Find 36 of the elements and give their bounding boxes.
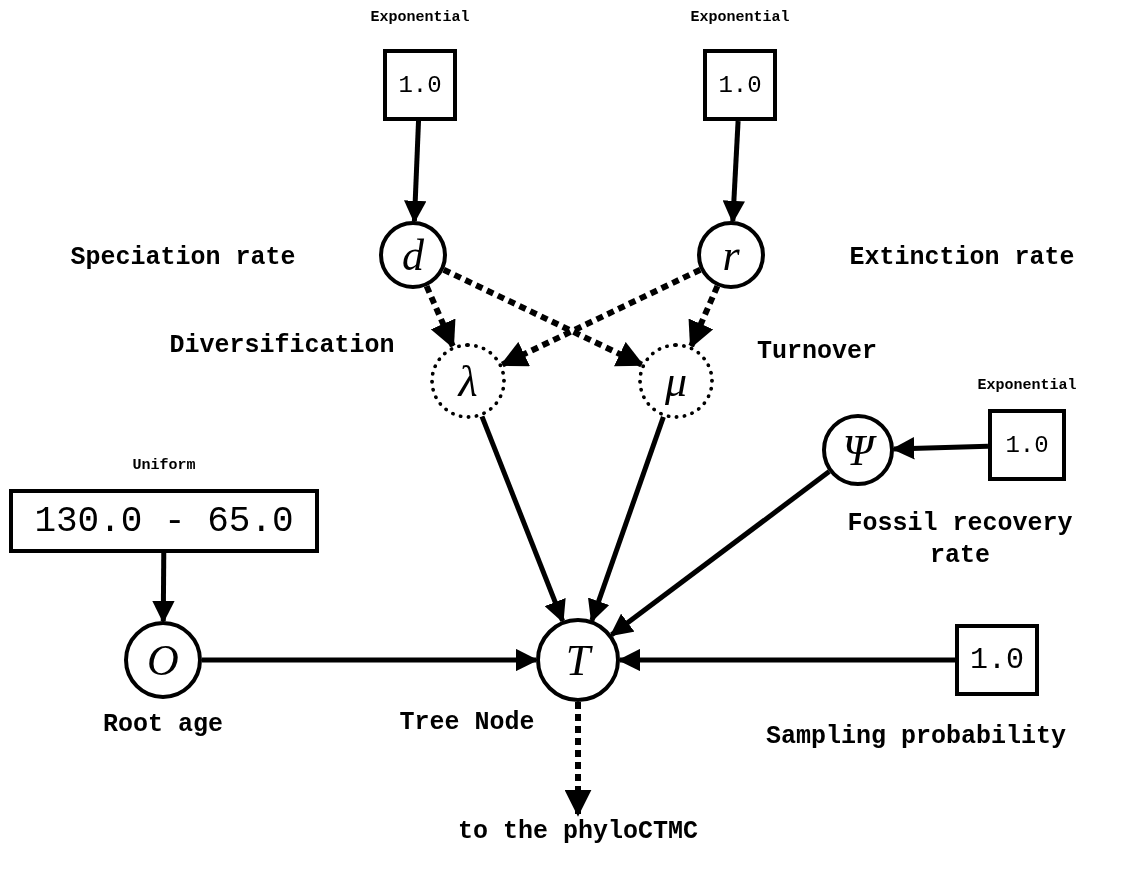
arrow	[688, 284, 721, 349]
parameter-label: Tree Node	[399, 706, 535, 739]
value-box: 1.0	[383, 49, 457, 121]
parameter-label: Extinction rate	[849, 241, 1075, 274]
distribution-label: Exponential	[977, 376, 1077, 396]
value-box: 130.0 - 65.0	[9, 489, 319, 553]
value-box: 1.0	[703, 49, 777, 121]
arrow	[588, 416, 666, 623]
value-box: 1.0	[955, 624, 1039, 696]
output-label: to the phyloCTMC	[418, 814, 738, 848]
arrow	[152, 553, 175, 624]
distribution-label: Sampling probability	[765, 720, 1067, 753]
variable-circle: Ψ	[822, 414, 894, 486]
arrow	[479, 415, 566, 623]
variable-circle: O	[124, 621, 202, 699]
distribution-label: Uniform	[132, 456, 196, 476]
parameter-label: Speciation rate	[70, 241, 296, 274]
value-box: 1.0	[988, 409, 1066, 481]
arrow	[423, 284, 456, 349]
distribution-label: Exponential	[690, 8, 790, 28]
deterministic-circle: μ	[638, 343, 714, 419]
variable-circle: d	[379, 221, 447, 289]
parameter-label: Root age	[103, 708, 223, 741]
arrow	[404, 120, 427, 224]
arrow	[722, 120, 746, 224]
arrow	[442, 267, 645, 368]
parameter-label: Turnover	[757, 335, 877, 368]
parameter-label: Fossil recovery rate	[846, 507, 1074, 572]
arrow	[609, 469, 831, 637]
arrow	[499, 267, 702, 368]
distribution-label: Exponential	[370, 8, 470, 28]
deterministic-circle: λ	[430, 343, 506, 419]
variable-circle: T	[536, 618, 620, 702]
variable-circle: r	[697, 221, 765, 289]
arrow	[564, 702, 592, 817]
parameter-label: Diversification	[169, 329, 395, 362]
